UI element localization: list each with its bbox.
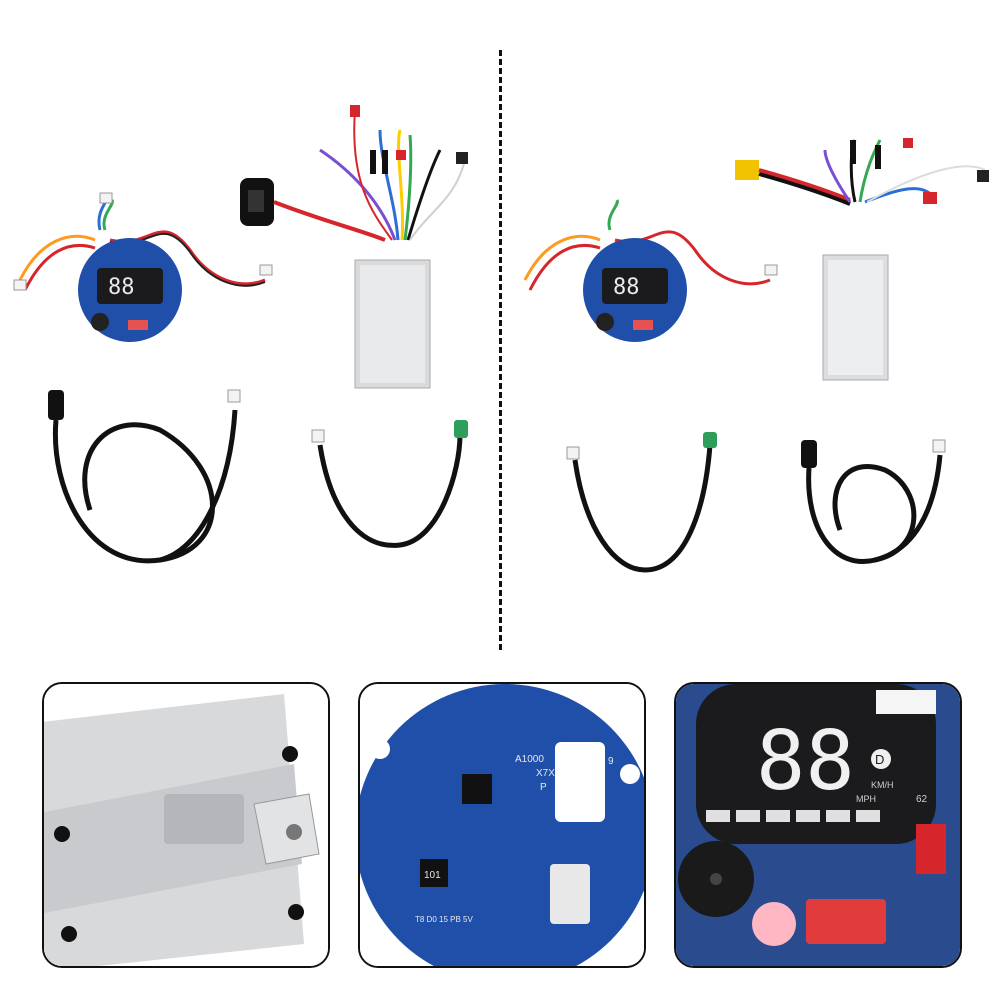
short-cable [311, 420, 468, 548]
unit-mph: MPH [856, 794, 876, 804]
panel-display: 88 KM/H MPH D 62 [674, 682, 962, 968]
short-cable [566, 432, 717, 573]
kit-left: 88 [0, 90, 495, 590]
pad-label: T8 D0 15 PB 5V [415, 915, 473, 924]
svg-text:88: 88 [613, 275, 640, 300]
chip-label-d: 9 [608, 756, 614, 767]
controller-case-illustration [44, 684, 328, 966]
kit-right: 88 [505, 90, 1000, 590]
kit-left-illustration: 88 [13, 105, 468, 564]
display-illustration: 88 KM/H MPH D 62 [676, 684, 960, 966]
unit-kmh: KM/H [871, 780, 894, 790]
controller-harness [240, 105, 468, 389]
display-board: 88 [523, 199, 778, 342]
coiled-cable [801, 439, 946, 564]
panel-pcb-back: A1000 X7X P 9 101 T8 D0 15 PB 5V [358, 682, 646, 968]
display-board: 88 [13, 192, 273, 342]
chip-label-b: X7X [536, 768, 555, 779]
kit-right-illustration: 88 [523, 138, 989, 573]
inductor-label: 101 [424, 870, 441, 881]
coiled-cable [48, 389, 241, 564]
chip-label-c: P [540, 782, 547, 793]
svg-text:88: 88 [108, 275, 135, 300]
speed-digits: 88 [756, 714, 855, 809]
side-label: 62 [916, 794, 928, 805]
controller-harness [735, 138, 989, 381]
gear-indicator: D [875, 752, 884, 767]
panel-controller-case [42, 682, 330, 968]
chip-label-a: A1000 [515, 754, 544, 765]
dashed-divider [499, 50, 502, 650]
pcb-back-illustration: A1000 X7X P 9 101 T8 D0 15 PB 5V [360, 684, 644, 966]
